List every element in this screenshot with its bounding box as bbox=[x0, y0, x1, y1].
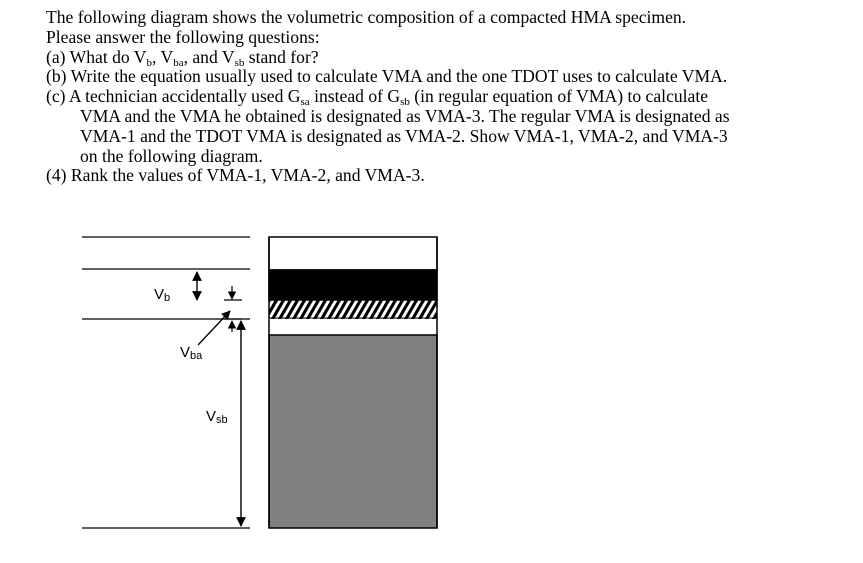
question-a: (a) What do Vb, Vba, and Vsb stand for? bbox=[46, 46, 319, 69]
label-vb: Vb bbox=[154, 286, 170, 304]
effective-asphalt-phase bbox=[268, 269, 438, 301]
question-b: (b) Write the equation usually used to c… bbox=[46, 66, 728, 87]
question-c-line-4: on the following diagram. bbox=[80, 145, 263, 166]
question-c-line-2: VMA and the VMA he obtained is designate… bbox=[80, 105, 730, 126]
question-text: The following diagram shows the volumetr… bbox=[46, 7, 846, 186]
aggregate-phase bbox=[268, 334, 438, 529]
question-d: (4) Rank the values of VMA-1, VMA-2, and… bbox=[46, 165, 425, 186]
question-c-line-3: VMA-1 and the TDOT VMA is designated as … bbox=[80, 125, 728, 146]
specimen-column bbox=[268, 236, 438, 529]
question-c-line-1: (c) A technician accidentally used Gsa i… bbox=[46, 86, 709, 109]
label-vsb: Vsb bbox=[206, 408, 228, 426]
label-vba: Vba bbox=[180, 344, 203, 362]
air-phase bbox=[268, 236, 438, 271]
intro-line-2: Please answer the following questions: bbox=[46, 26, 320, 47]
vba-leader bbox=[197, 310, 231, 346]
absorbed-asphalt-band bbox=[269, 300, 437, 319]
intro-line-1: The following diagram shows the volumetr… bbox=[46, 7, 687, 27]
